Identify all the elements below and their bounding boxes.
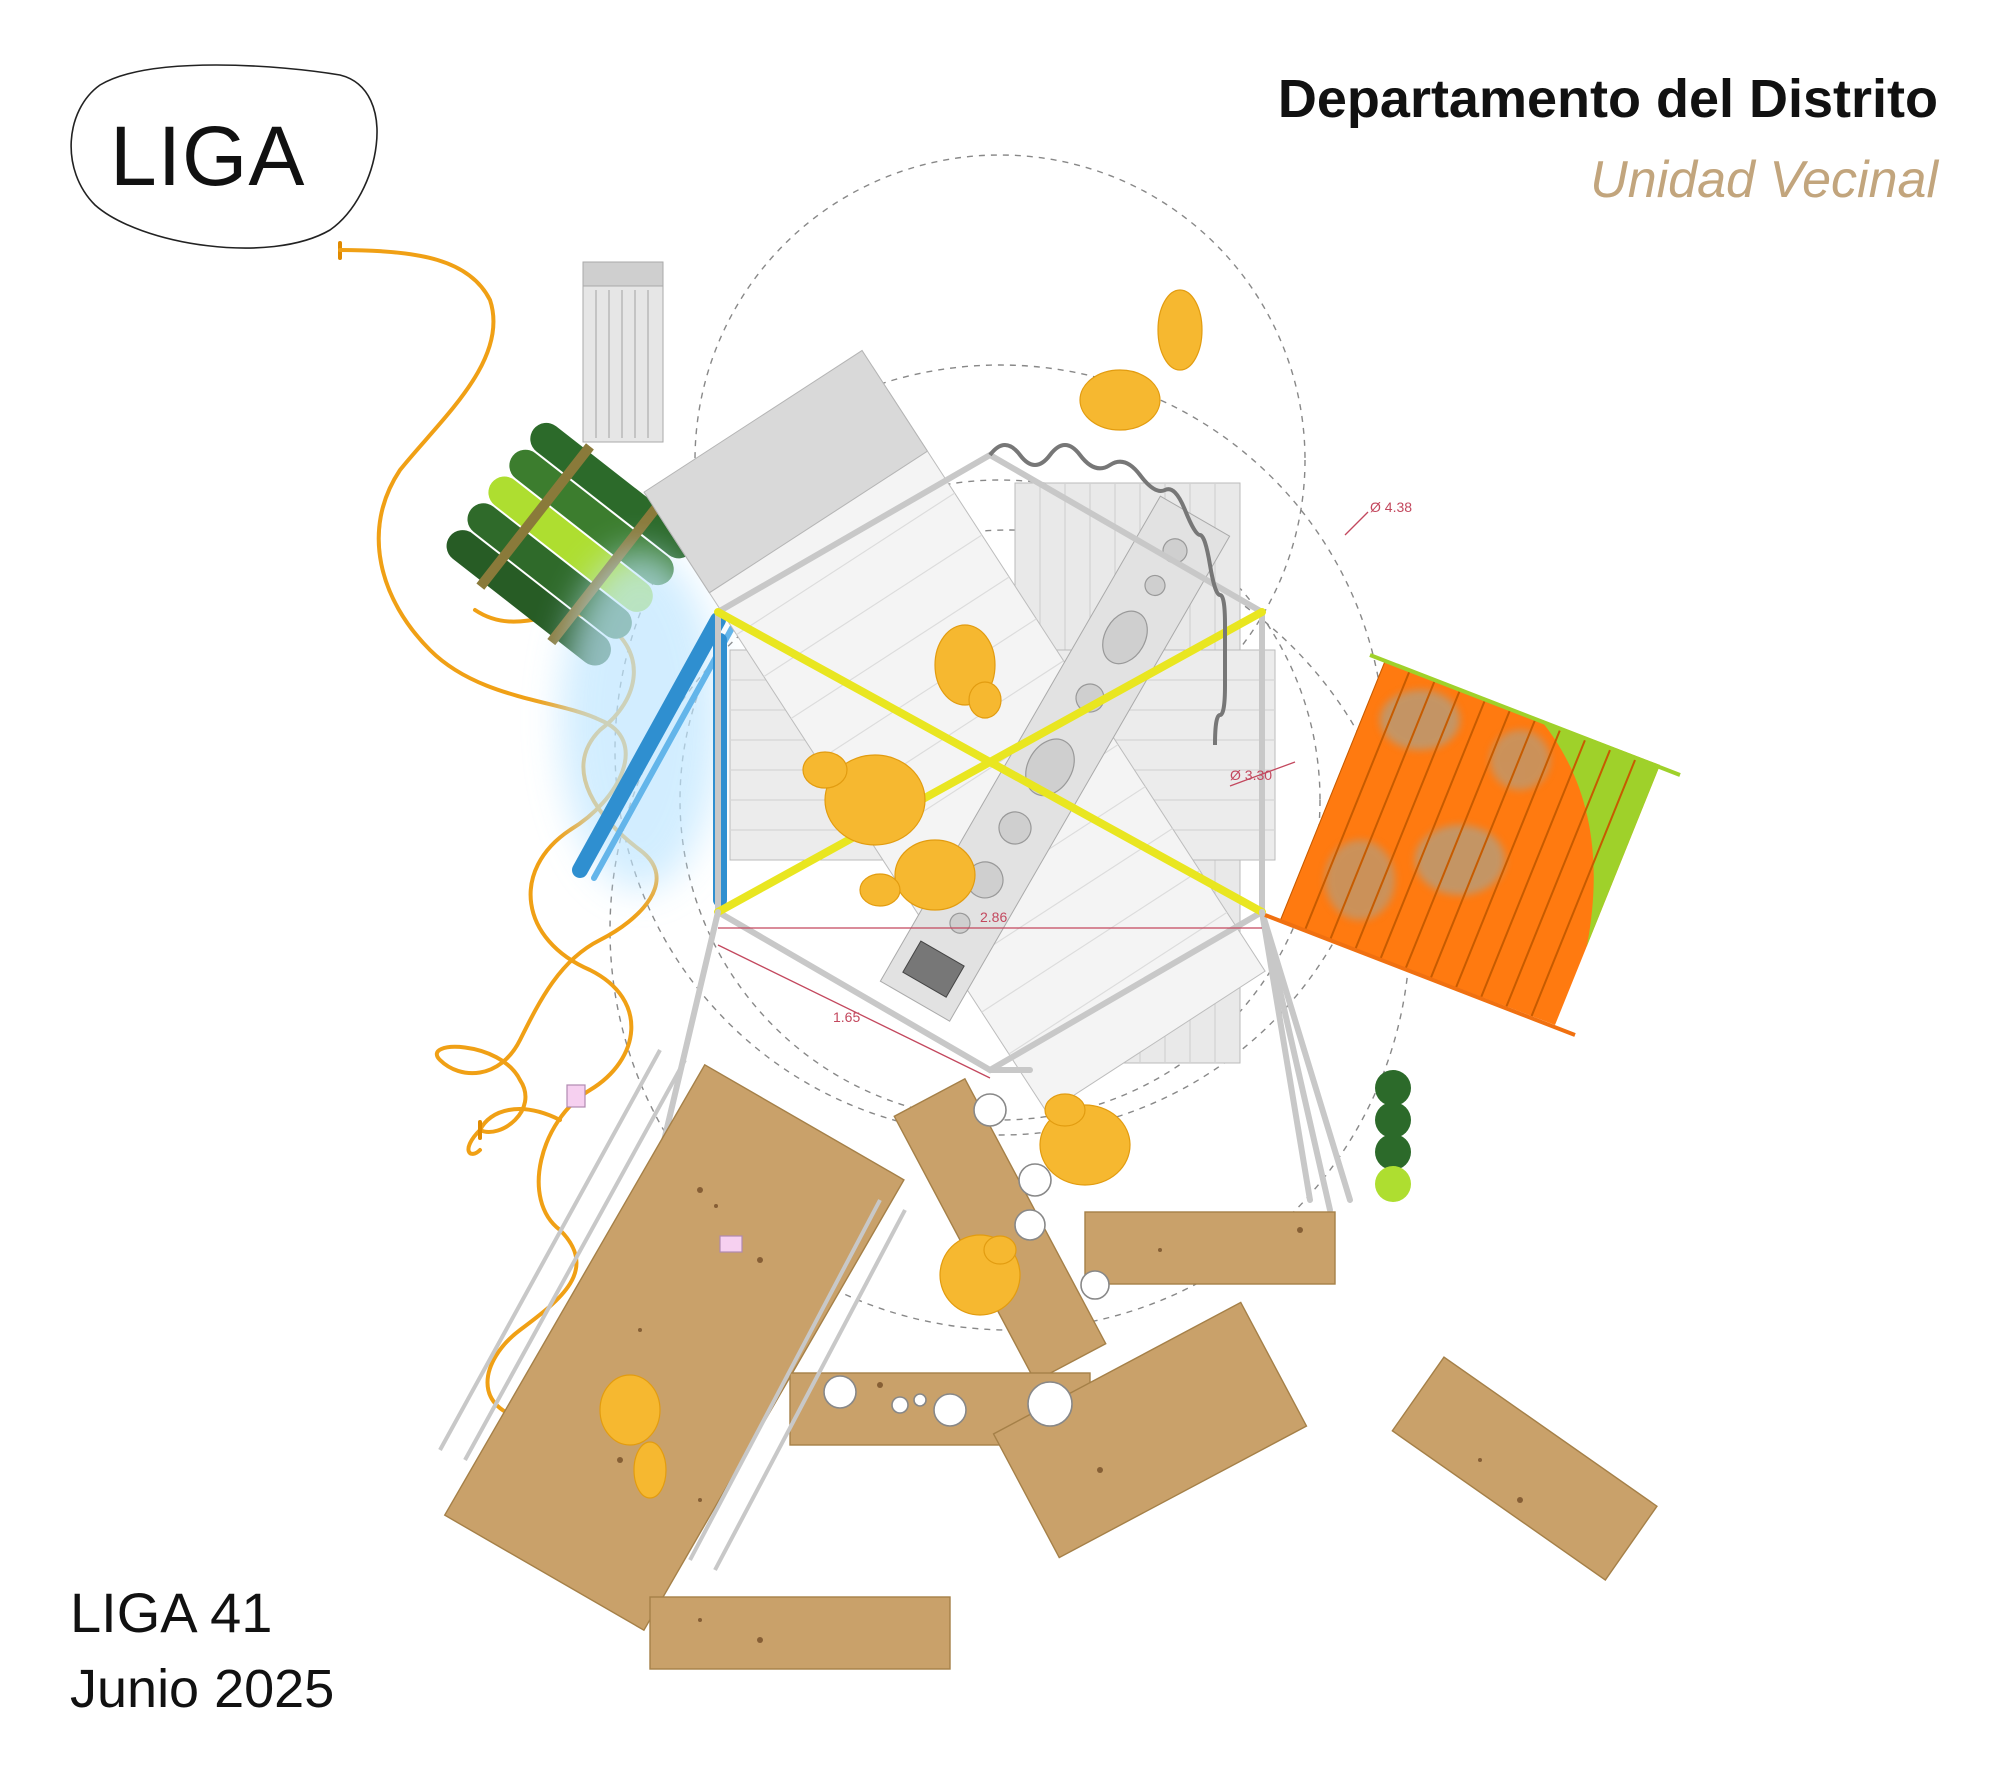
pink-blocks (566, 1084, 743, 1253)
white-board (643, 349, 1266, 1114)
tent-frame (647, 451, 1353, 1213)
page-subtitle: Unidad Vecinal (1590, 151, 1938, 209)
logo-blob-outline (70, 64, 378, 249)
span-width-label: 2.86 (980, 909, 1007, 925)
date-label: Junio 2025 (70, 1659, 335, 1719)
green-stack-right (1375, 1070, 1411, 1202)
side-length-label: 1.65 (833, 1009, 860, 1025)
dimension-lines (717, 511, 1369, 1079)
inner-diameter-label: Ø 3.30 (1230, 767, 1272, 783)
edition-label: LIGA 41 (70, 1581, 273, 1644)
blue-light-tubes (560, 550, 735, 907)
people-figures (599, 289, 1203, 1499)
tableware (823, 1093, 1110, 1427)
striped-rug (1264, 653, 1681, 1037)
trestles (438, 1049, 907, 1571)
logo-text: LIGA (110, 109, 306, 203)
outer-diameter-label: Ø 4.38 (1370, 499, 1412, 515)
wavy-cable (988, 443, 1227, 746)
page-title: Departamento del Distrito (1277, 69, 1938, 129)
radiator (582, 261, 664, 443)
